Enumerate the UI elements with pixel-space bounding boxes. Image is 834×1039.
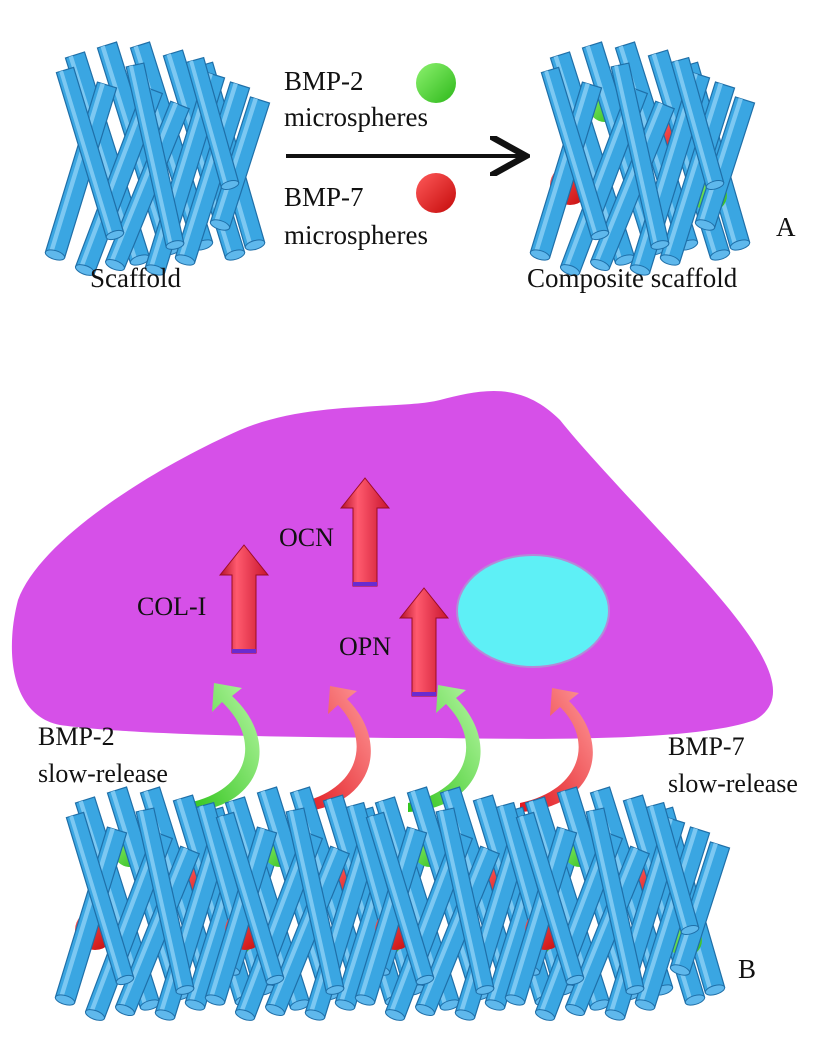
bmp7-release-label-line1: BMP-7 bbox=[668, 732, 745, 761]
panel-b-letter: B bbox=[738, 954, 756, 984]
bmp2-release-label-line1: BMP-2 bbox=[38, 722, 115, 751]
bmp7-release-arrow-2 bbox=[520, 688, 593, 812]
composite-scaffold-label: Composite scaffold bbox=[527, 263, 738, 293]
col1-label: COL-I bbox=[137, 592, 206, 621]
bmp7-label-line2: microspheres bbox=[284, 220, 428, 250]
bmp7-release-arrow-1 bbox=[298, 686, 371, 812]
panel-a-letter: A bbox=[776, 212, 796, 242]
scaffold-graphic bbox=[44, 41, 271, 276]
opn-label: OPN bbox=[339, 632, 391, 661]
composite-scaffold-graphic bbox=[529, 41, 756, 276]
opn-up-arrow bbox=[398, 587, 450, 697]
bmp7-microsphere-icon bbox=[416, 173, 456, 213]
ocn-up-arrow bbox=[339, 477, 391, 587]
bmp2-microsphere-icon bbox=[416, 63, 456, 103]
bmp7-release-label-line2: slow-release bbox=[668, 769, 798, 798]
cell-body bbox=[11, 391, 774, 739]
cell-nucleus bbox=[456, 554, 610, 668]
col1-up-arrow bbox=[218, 544, 270, 654]
bmp2-release-label-line2: slow-release bbox=[38, 759, 168, 788]
bmp2-release-arrow-2 bbox=[408, 685, 481, 812]
ocn-label: OCN bbox=[279, 523, 334, 552]
bmp2-label-line1: BMP-2 bbox=[284, 66, 364, 96]
bmp2-release-arrow-1 bbox=[188, 683, 260, 812]
composite-scaffold-bed bbox=[54, 786, 731, 1021]
bmp2-label-line2: microspheres bbox=[284, 102, 428, 132]
scaffold-label: Scaffold bbox=[90, 263, 181, 293]
bmp7-label-line1: BMP-7 bbox=[284, 182, 364, 212]
